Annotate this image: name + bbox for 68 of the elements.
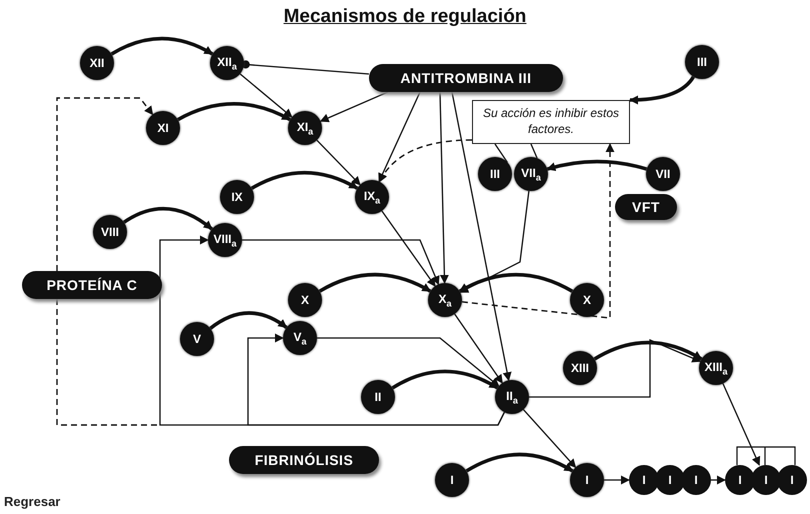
arrow <box>459 190 530 293</box>
dashed-arrow <box>378 139 472 183</box>
arrow <box>454 314 503 384</box>
label-pill: ANTITROMBINA III <box>369 64 563 92</box>
factor-circle: XII <box>80 46 114 80</box>
title: Mecanismos de regulación <box>282 6 528 28</box>
dashed-arrow <box>56 97 154 271</box>
arrow <box>318 272 432 293</box>
arrow <box>247 334 505 426</box>
arrow <box>722 383 760 466</box>
arrow <box>604 476 630 484</box>
arrow <box>629 76 695 104</box>
arrow <box>320 91 388 122</box>
factor-circle: X <box>570 283 604 317</box>
fibrin-circle: I <box>629 465 659 495</box>
factor-circle: XIII$_{a}$ <box>699 351 733 385</box>
arrow <box>209 311 288 330</box>
label-pill: FIBRINÓLISIS <box>229 446 379 474</box>
factor-circle: II$_{a}$ <box>495 380 529 414</box>
arrow <box>392 370 498 390</box>
arrow <box>176 102 292 122</box>
arrow <box>529 339 702 398</box>
factor-circle: VII$_{a}$ <box>514 157 548 191</box>
label-pill: PROTEÍNA C <box>22 271 162 299</box>
back-link: Regresar <box>4 494 60 509</box>
fibrin-circle: I <box>725 465 755 495</box>
arrow <box>381 210 436 287</box>
note-box: Su acción es inhibir estos factores. <box>472 100 630 144</box>
arrow <box>250 170 358 190</box>
factor-circle: XII$_{a}$ <box>210 46 244 80</box>
arrow <box>240 73 293 118</box>
dashed-arrow <box>462 143 614 319</box>
factor-circle: I <box>570 463 604 497</box>
factor-circle: XI$_{a}$ <box>288 111 322 145</box>
arrow <box>594 340 702 361</box>
arrow <box>451 92 512 382</box>
arrow <box>378 92 421 182</box>
factor-circle: III <box>478 157 512 191</box>
label-pill: VFT <box>615 194 677 220</box>
factor-circle: II <box>361 380 395 414</box>
fibrin-circle: I <box>655 465 685 495</box>
factor-circle: X$_{a}$ <box>428 283 462 317</box>
factor-circle: XIII <box>563 351 597 385</box>
arrow <box>242 239 440 286</box>
arrow <box>522 409 576 468</box>
fibrin-circle: I <box>751 465 781 495</box>
arrow <box>317 337 500 387</box>
factor-circle: V$_{a}$ <box>283 321 317 355</box>
factor-circle: VII <box>646 157 680 191</box>
factor-circle: I <box>435 463 469 497</box>
arrow <box>458 272 574 293</box>
factor-circle: VIII$_{a}$ <box>208 223 242 257</box>
arrow <box>546 160 648 172</box>
factor-circle: IX <box>220 180 254 214</box>
arrow <box>466 452 574 473</box>
factor-circle: XI <box>146 111 180 145</box>
factor-circle: IX$_{a}$ <box>355 180 389 214</box>
arrow <box>711 476 726 484</box>
arrow <box>439 92 449 284</box>
factor-circle: V <box>180 322 214 356</box>
arrow <box>123 206 214 231</box>
factor-circle: X <box>288 283 322 317</box>
factor-circle: VIII <box>93 215 127 249</box>
factor-circle: III <box>685 45 719 79</box>
fibrin-circle: I <box>681 465 711 495</box>
arrow <box>110 36 214 56</box>
arrow <box>316 140 361 186</box>
fibrin-circle: I <box>777 465 807 495</box>
